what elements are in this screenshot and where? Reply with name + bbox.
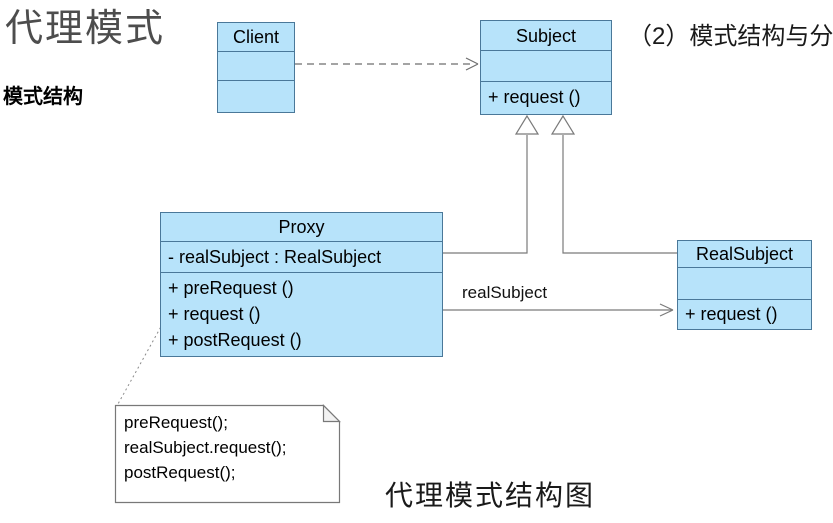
association-proxy-realsubject <box>443 303 674 317</box>
class-method: + postRequest () <box>168 329 302 350</box>
uml-class-subject: Subject + request () <box>480 20 612 115</box>
note-line: preRequest(); <box>124 413 228 432</box>
class-name: Subject <box>481 21 611 51</box>
uml-class-realsubject: RealSubject + request () <box>677 240 812 330</box>
uml-class-proxy: Proxy - realSubject : RealSubject + preR… <box>160 212 443 357</box>
class-name: Proxy <box>161 213 442 242</box>
note-fold-corner-icon <box>322 404 341 423</box>
uml-note-text: preRequest(); realSubject.request(); pos… <box>124 410 287 485</box>
class-name: RealSubject <box>678 241 811 268</box>
class-method: + request () <box>488 87 581 107</box>
class-methods-empty <box>218 81 294 109</box>
generalization-realsubject-subject <box>550 114 677 254</box>
class-attributes-empty <box>678 268 811 300</box>
note-line: realSubject.request(); <box>124 438 287 457</box>
note-line: postRequest(); <box>124 463 236 482</box>
hollow-triangle-icon <box>514 114 540 135</box>
uml-note-shape <box>114 404 341 504</box>
class-attribute: - realSubject : RealSubject <box>168 247 382 267</box>
dependency-arrow-client-subject <box>295 57 479 71</box>
hollow-triangle-icon <box>550 114 576 135</box>
class-attributes-empty <box>218 52 294 81</box>
page-title: 代理模式 <box>5 8 166 50</box>
slide-header-right: （2）模式结构与分 <box>628 23 833 50</box>
note-anchor-line <box>117 322 164 405</box>
class-attributes-empty <box>481 51 611 82</box>
association-label: realSubject <box>462 283 548 302</box>
class-method: + request () <box>168 303 261 324</box>
uml-class-client: Client <box>217 22 295 113</box>
section-label: 模式结构 <box>3 86 83 108</box>
open-arrowhead-icon <box>465 57 479 71</box>
diagram-caption: 代理模式结构图 <box>385 480 596 511</box>
class-name: Client <box>218 23 294 52</box>
class-method: + preRequest () <box>168 277 294 298</box>
open-arrowhead-icon <box>659 303 674 317</box>
class-method: + request () <box>685 303 778 324</box>
generalization-proxy-subject <box>443 114 540 254</box>
